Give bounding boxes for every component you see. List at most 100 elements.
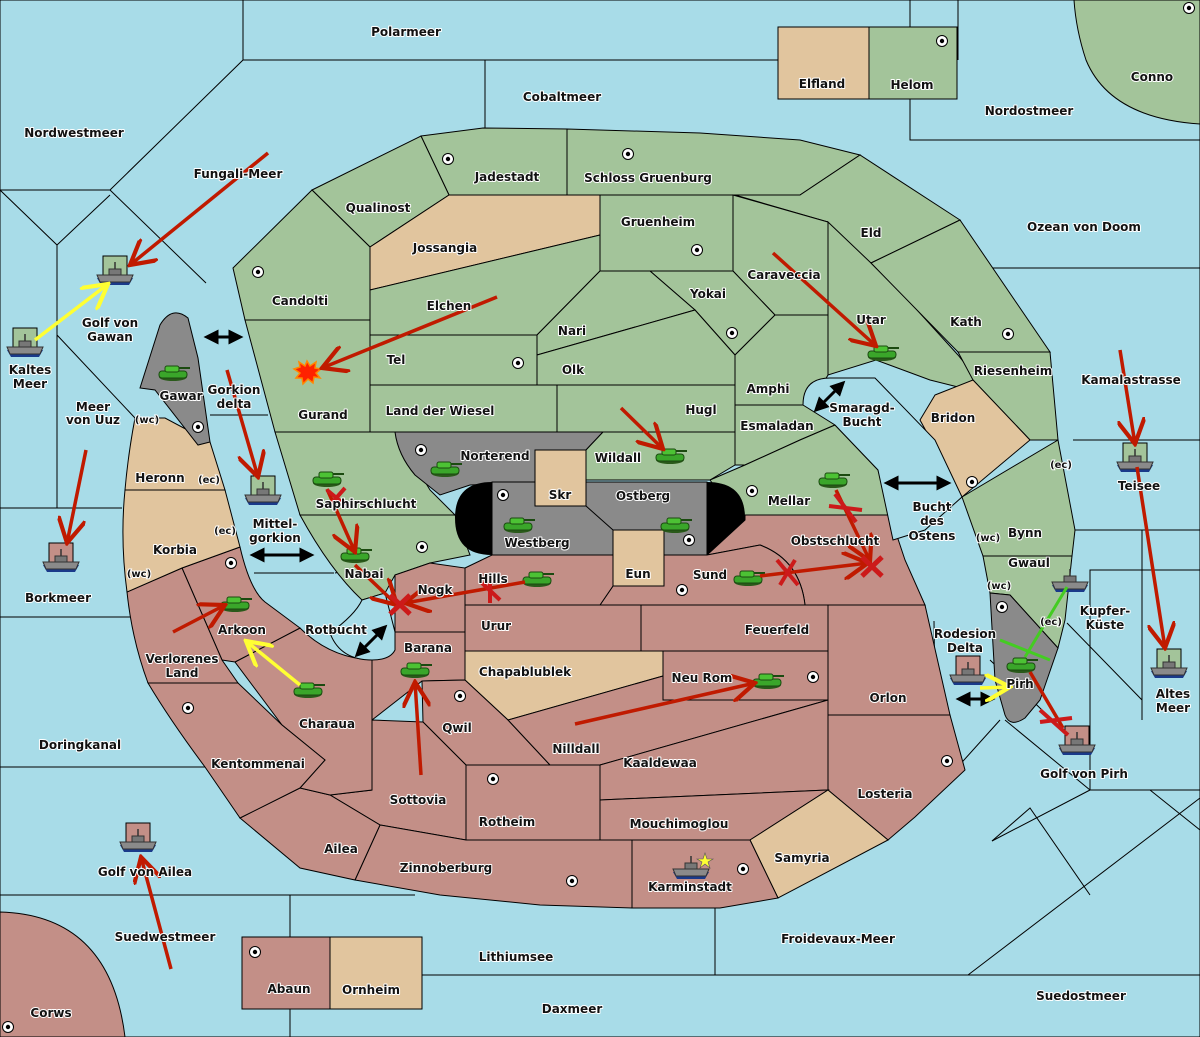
label-nabai: Nabai xyxy=(345,567,384,581)
label-borkmeer: Borkmeer xyxy=(25,591,91,605)
province-ornheim[interactable] xyxy=(329,936,423,1010)
double-arrow-icon xyxy=(813,380,846,413)
label-lithiumsee: Lithiumsee xyxy=(479,950,554,964)
province-bynn[interactable] xyxy=(961,439,1076,557)
province-elfland[interactable] xyxy=(777,26,870,100)
supply-center-icon xyxy=(996,601,1008,613)
label-golf-von-ailea: Golf von Ailea xyxy=(98,865,192,879)
label-ornheim: Ornheim xyxy=(342,983,400,997)
province-conno[interactable] xyxy=(1073,0,1200,125)
label-elfland: Elfland xyxy=(799,77,845,91)
label-feuerfeld: Feuerfeld xyxy=(745,623,810,637)
province-riesenheim[interactable] xyxy=(957,351,1059,441)
move-order-arrow xyxy=(67,449,88,543)
label-heronn: Heronn xyxy=(135,471,184,485)
move-order-arrow xyxy=(759,563,868,576)
convoy-order-line xyxy=(1023,586,1069,658)
label-meer-von-uuz-2: von Uuz xyxy=(66,413,120,427)
orders xyxy=(33,151,1165,970)
label-ozean-von-doom: Ozean von Doom xyxy=(1027,220,1141,234)
label-westberg: Westberg xyxy=(504,536,569,550)
coast-label-korbia-ec: (ec) xyxy=(214,526,236,537)
supply-center-icon xyxy=(182,702,194,714)
move-order-arrow xyxy=(574,683,755,726)
label-smaragd-bucht-2: Bucht xyxy=(842,415,881,429)
supply-center-icon xyxy=(487,773,499,785)
province-korbia[interactable] xyxy=(122,489,241,593)
label-rodesion-delta-2: Delta xyxy=(947,641,983,655)
label-teisee: Teisee xyxy=(1118,479,1160,493)
label-eld: Eld xyxy=(861,226,882,240)
province-candolti[interactable] xyxy=(232,189,371,321)
province-heronn[interactable] xyxy=(124,417,226,491)
label-kentommenai: Kentommenai xyxy=(211,757,305,771)
province-kentommenai[interactable] xyxy=(147,682,326,819)
label-land-der-wiesel: Land der Wiesel xyxy=(386,404,495,418)
label-kaltes-meer-2: Meer xyxy=(13,377,47,391)
label-verlorenes-land: Verlorenes xyxy=(146,652,219,666)
label-candolti: Candolti xyxy=(272,294,328,308)
label-pirh: Pirh xyxy=(1006,677,1033,691)
supply-center-icon xyxy=(746,485,758,497)
label-sottovia: Sottovia xyxy=(390,793,447,807)
supply-center-icon xyxy=(807,671,819,683)
label-rodesion-delta: Rodesion xyxy=(934,627,996,641)
label-caraveccia: Caraveccia xyxy=(747,268,820,282)
label-meer-von-uuz: Meer xyxy=(76,400,110,414)
label-obstschlucht: Obstschlucht xyxy=(791,534,880,548)
label-altes-meer: Altes xyxy=(1156,687,1190,701)
supply-center-icon xyxy=(1183,2,1195,14)
connection-arrows xyxy=(203,329,996,707)
supply-center-icon xyxy=(737,863,749,875)
support-order-arrow xyxy=(979,687,1010,688)
supply-center-icon xyxy=(225,557,237,569)
label-wildall: Wildall xyxy=(595,451,641,465)
sea-smaragd-bucht[interactable] xyxy=(802,377,963,541)
label-kaaldewaa: Kaaldewaa xyxy=(623,756,697,770)
star-icon xyxy=(695,852,715,869)
label-golf-von-gawan: Golf von xyxy=(82,316,138,330)
province-skr[interactable] xyxy=(534,449,587,507)
label-korbia: Korbia xyxy=(153,543,197,557)
label-qwil: Qwil xyxy=(442,721,472,735)
label-gorkion-delta-2: delta xyxy=(217,397,252,411)
supply-center-icon xyxy=(2,1021,14,1033)
move-order-arrow xyxy=(322,295,498,368)
label-kath: Kath xyxy=(950,315,982,329)
label-hugl: Hugl xyxy=(685,403,716,417)
province-corws[interactable] xyxy=(0,911,126,1037)
label-nari: Nari xyxy=(558,324,586,338)
units xyxy=(6,261,1188,880)
province-saphirschlucht[interactable] xyxy=(274,431,457,516)
label-chapablublek: Chapablublek xyxy=(479,665,572,679)
double-arrow-icon xyxy=(354,624,388,658)
label-kupfer-kueste: Kupfer- xyxy=(1080,604,1130,618)
label-suedostmeer: Suedostmeer xyxy=(1036,989,1126,1003)
move-order-arrow xyxy=(1120,349,1135,444)
label-golf-von-gawan-2: Gawan xyxy=(87,330,133,344)
label-bucht-des-ostens-3: Ostens xyxy=(909,529,956,543)
label-neu-rom: Neu Rom xyxy=(672,671,733,685)
supply-center-icon xyxy=(566,875,578,887)
supply-center-icon xyxy=(415,444,427,456)
label-utar: Utar xyxy=(856,313,886,327)
province-sund[interactable] xyxy=(599,544,806,606)
label-abaun: Abaun xyxy=(267,982,310,996)
label-kaltes-meer: Kaltes xyxy=(9,363,52,377)
label-karminstadt: Karminstadt xyxy=(648,880,732,894)
move-order-arrow xyxy=(130,151,270,265)
label-daxmeer: Daxmeer xyxy=(542,1002,603,1016)
coast-label-gawar-wc: (wc) xyxy=(135,415,159,426)
failed-order-marks xyxy=(325,486,1073,737)
province-charaua[interactable] xyxy=(234,627,373,796)
label-corws: Corws xyxy=(30,1006,71,1020)
label-altes-meer-2: Meer xyxy=(1156,701,1190,715)
supply-center-icon xyxy=(691,244,703,256)
province-zinnoberburg[interactable] xyxy=(354,824,633,909)
label-riesenheim: Riesenheim xyxy=(974,364,1053,378)
province-gruenheim[interactable] xyxy=(599,194,734,272)
label-kupfer-kueste-2: Küste xyxy=(1086,618,1125,632)
label-yokai: Yokai xyxy=(689,287,726,301)
